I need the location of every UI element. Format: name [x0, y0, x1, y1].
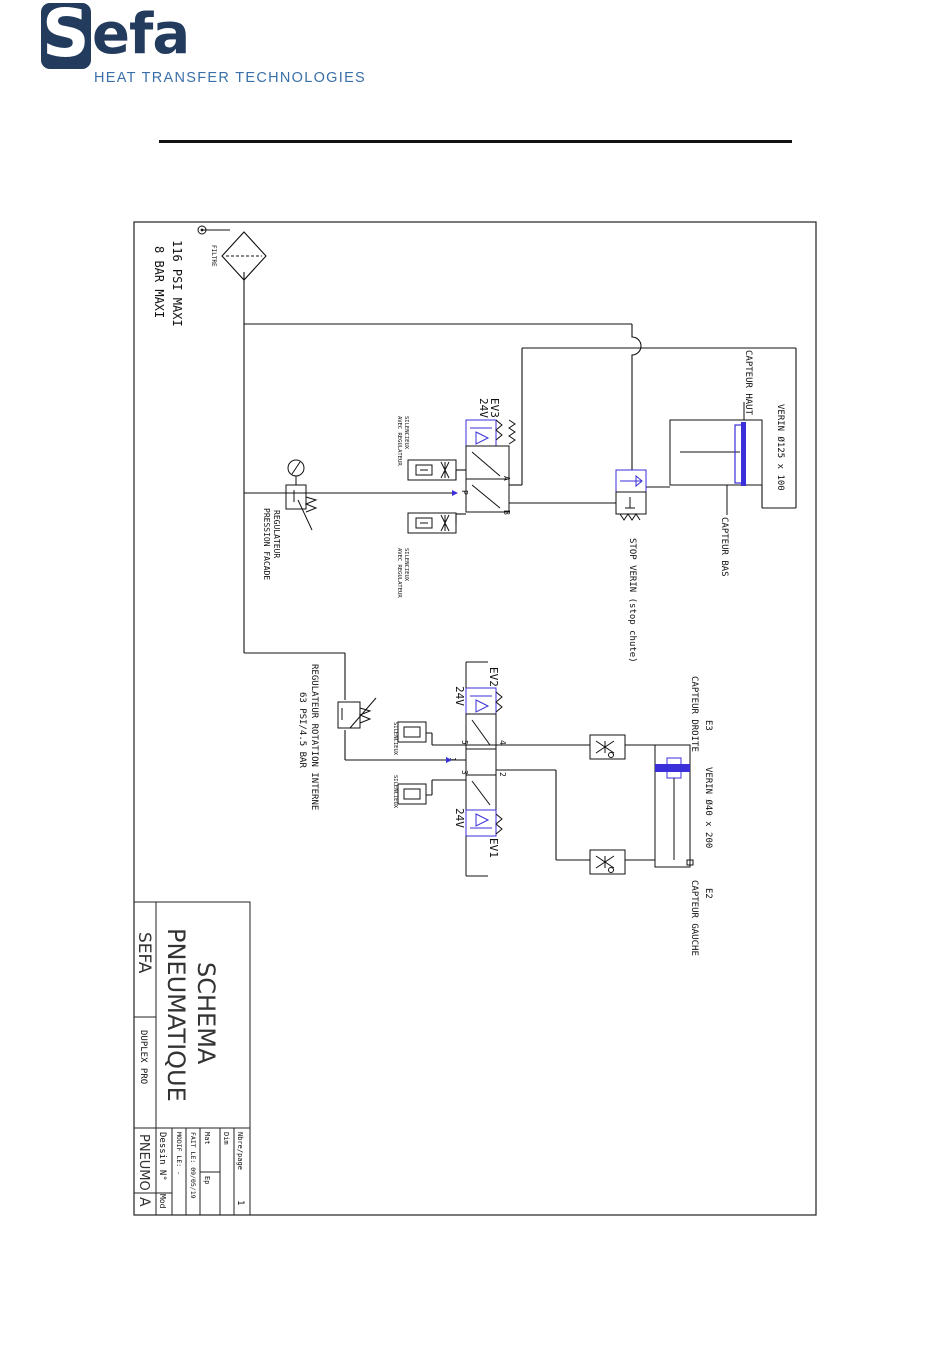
- ev3-port-p: P: [460, 490, 469, 495]
- ev3-voltage: 24V: [477, 398, 490, 418]
- silencer-regulator-bottom-icon: [407, 512, 457, 534]
- tb-fait-le: FAIT LE: 09/05/19: [189, 1132, 197, 1199]
- tb-mod: Mod: [158, 1194, 167, 1209]
- title-duplex: DUPLEX PRO: [138, 1030, 148, 1084]
- ev1-label: EV1: [487, 838, 500, 858]
- pressure-regulator-facade-icon: [285, 459, 318, 531]
- supply-port-dot: [200, 228, 204, 232]
- stop-valve-icon: [615, 469, 647, 521]
- ev3-label: EV3: [488, 398, 501, 418]
- pressure-max-bar: 8 BAR MAXI: [152, 246, 166, 318]
- e3-label: E3: [703, 720, 713, 731]
- valve-ev3-icon: [465, 419, 516, 513]
- port-3: 3: [460, 770, 469, 775]
- logo-wordmark: efa: [92, 2, 190, 67]
- cylinder-125-icon: [669, 419, 763, 486]
- silencieux-top-label-2: AVEC REGULATEUR: [396, 416, 402, 466]
- capteur-gauche-label: CAPTEUR GAUCHE: [689, 880, 699, 956]
- silencieux-bottom-label-2: AVEC REGULATEUR: [396, 548, 402, 598]
- verin-40-label: VERIN Ø40 x 200: [703, 767, 714, 848]
- flow-control-bottom-icon: [589, 849, 626, 875]
- logo-mark: [41, 3, 91, 69]
- port-4: 4: [498, 740, 507, 745]
- silencieux-ev1-label: SILENCIEUX: [392, 775, 398, 809]
- silencieux-top-label-1: SILENCIEUX: [403, 416, 409, 450]
- regulateur-rotation-label-2: 63 PSI/4.5 BAR: [297, 692, 307, 768]
- regulateur-rotation-label-1: REGULATEUR ROTATION INTERNE: [309, 664, 319, 810]
- tb-modif-le: MODIF LE: -: [175, 1132, 183, 1175]
- tb-mat: Mat: [203, 1132, 211, 1145]
- logo-letter: S: [42, 0, 90, 72]
- tb-dim: Dim: [222, 1132, 230, 1145]
- valve-ev1-ev2-icon: [465, 661, 503, 877]
- tb-rev: A: [136, 1197, 152, 1207]
- logo-tagline: HEAT TRANSFER TECHNOLOGIES: [94, 70, 367, 86]
- tb-pneumo: PNEUMO: [136, 1134, 151, 1191]
- pressure-max-psi: 116 PSI MAXI: [170, 240, 184, 327]
- rotation-regulator-icon: [337, 697, 377, 729]
- silencieux-ev2-label: SILENCIEUX: [392, 722, 398, 756]
- capteur-droite-label: CAPTEUR DROITE: [689, 676, 699, 752]
- port-5: 5: [460, 740, 469, 745]
- ev3-inlet-arrow: [452, 490, 458, 496]
- ev3-port-b: B: [502, 510, 511, 515]
- regulateur-facade-label-2: PRESSION FACADE: [262, 508, 271, 580]
- tb-page-count: 1: [235, 1200, 245, 1205]
- filtre-label: FILTRE: [210, 245, 217, 267]
- title-schema: SCHEMA: [192, 962, 220, 1065]
- flow-control-top-icon: [589, 734, 626, 760]
- regulateur-facade-label-1: REGULATEUR: [272, 510, 281, 558]
- port-2: 2: [498, 772, 507, 777]
- ev1-voltage: 24V: [453, 808, 466, 828]
- silencer-regulator-top-icon: [407, 459, 457, 481]
- stop-verin-label: STOP VERIN (stop chute): [627, 538, 637, 663]
- drawing-frame: [133, 221, 817, 1216]
- capteur-haut-label: CAPTEUR HAUT: [743, 350, 753, 416]
- e2-label: E2: [703, 888, 713, 899]
- ev2-voltage: 24V: [453, 686, 466, 706]
- ev2-label: EV2: [487, 667, 500, 687]
- air-lines: [202, 229, 797, 861]
- silencer-ev2-icon: [397, 721, 432, 743]
- capteur-bas-label: CAPTEUR BAS: [719, 517, 729, 577]
- tb-nbre-page: Nbre/page: [236, 1132, 244, 1170]
- silencieux-bottom-label-1: SILENCIEUX: [403, 548, 409, 582]
- ev3-port-a: A: [502, 476, 511, 481]
- title-sefa: SEFA: [134, 932, 154, 974]
- verin-125-label: VERIN Ø125 x 100: [775, 404, 786, 491]
- supply-port-icon: [197, 225, 207, 235]
- title-pneumatique: PNEUMATIQUE: [162, 928, 190, 1102]
- silencer-ev1-icon: [397, 783, 432, 805]
- header-rule: [159, 140, 792, 143]
- tb-ep: Ep: [203, 1176, 211, 1184]
- port-1: 1: [448, 757, 457, 762]
- tb-dessin-n: Dessin N°: [157, 1132, 167, 1181]
- cylinder-40-icon: [654, 744, 694, 868]
- ev-inlet-arrow: [446, 757, 452, 763]
- title-block: [133, 901, 251, 1216]
- filter-icon: [221, 231, 267, 281]
